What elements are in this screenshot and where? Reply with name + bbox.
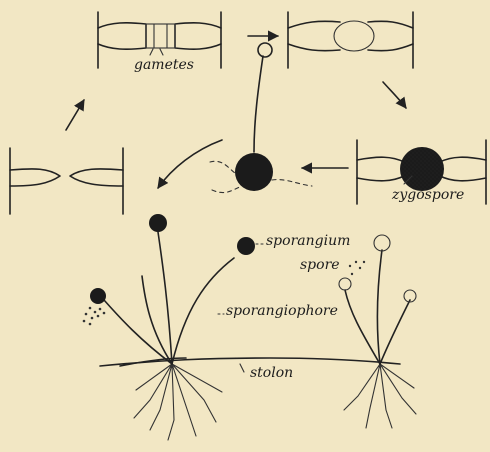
sporangiophore-stalk xyxy=(377,250,382,364)
cycle-arrows xyxy=(66,36,406,188)
arrow-to-mycelium xyxy=(158,140,222,188)
fusion-stage xyxy=(288,12,413,68)
spore-cloud xyxy=(83,307,106,326)
stolon-label: stolon xyxy=(250,366,293,380)
sporangium xyxy=(237,237,255,255)
hyphae-stage xyxy=(10,148,123,214)
spore xyxy=(339,278,351,290)
gametes-label: gametes xyxy=(134,58,194,72)
sporangiophore-stalk xyxy=(172,258,234,364)
spore-label: spore xyxy=(300,258,340,272)
mycelium xyxy=(83,214,416,440)
sporangiophore-stalk xyxy=(104,300,172,364)
germination-stage xyxy=(210,43,312,193)
arrow-to-gametes xyxy=(66,100,84,130)
arrow-to-zygospore xyxy=(383,82,406,108)
sporangium xyxy=(149,214,167,232)
spore-cloud xyxy=(349,261,365,275)
sporangium-label: sporangium xyxy=(266,234,350,248)
sporangium xyxy=(90,288,106,304)
zygospore-label: zygospore xyxy=(392,188,464,202)
sporangiophore-label: sporangiophore xyxy=(226,304,338,318)
